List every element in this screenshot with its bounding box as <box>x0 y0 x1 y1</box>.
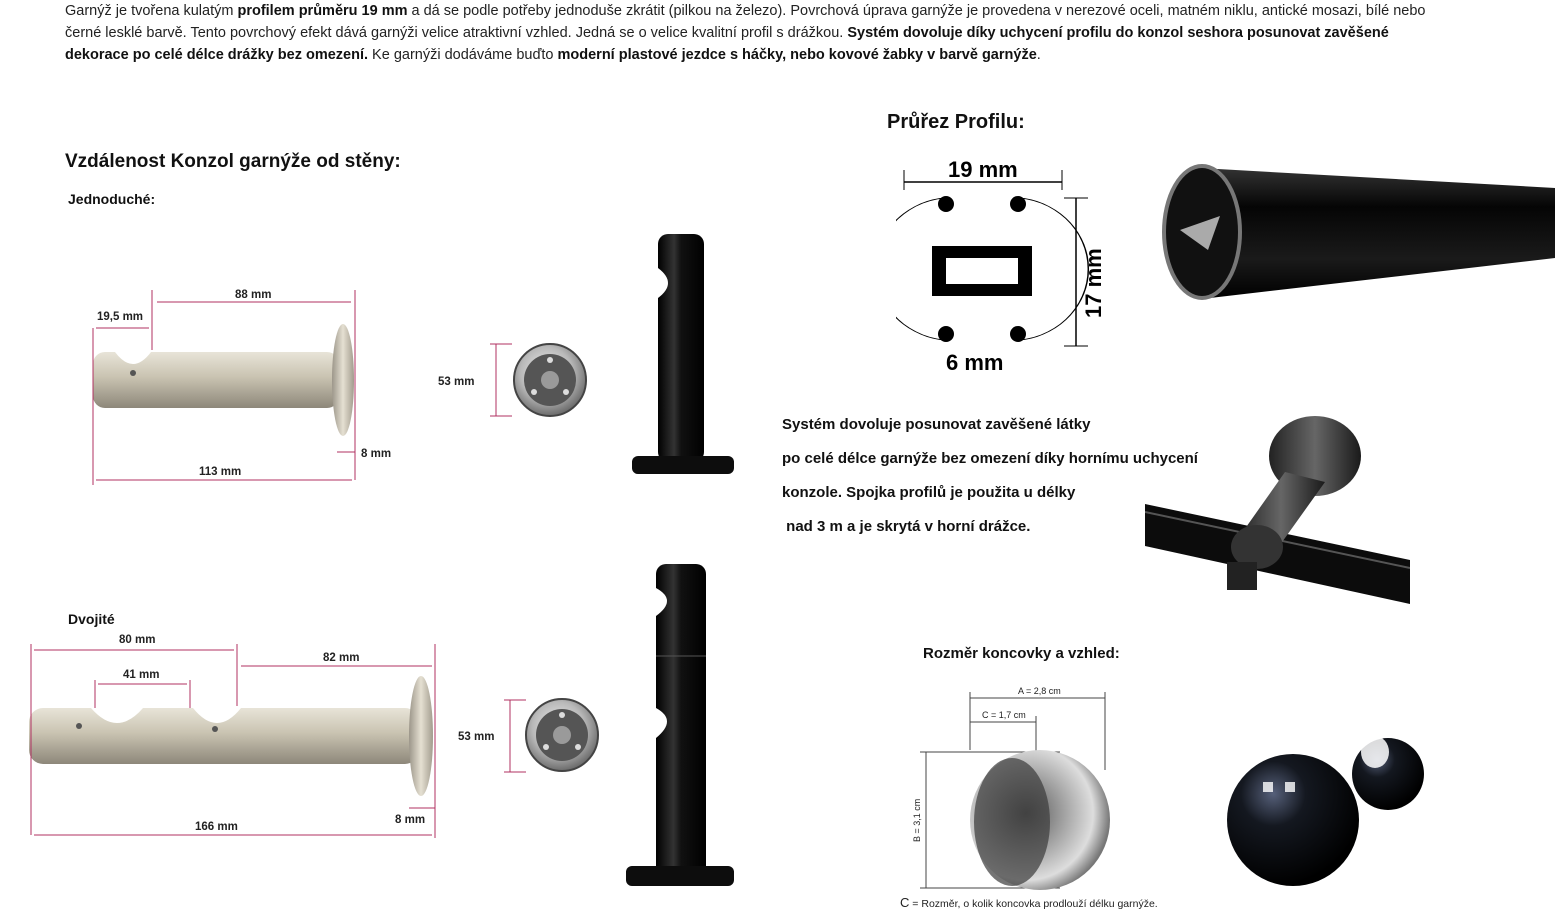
dim-19-5: 19,5 mm <box>97 311 143 323</box>
double-dimension-lines <box>30 644 436 838</box>
dim-8: 8 mm <box>361 448 391 460</box>
dim-166: 166 mm <box>195 821 238 833</box>
double-bracket-label: Dvojité <box>68 611 115 627</box>
bracket-distance-heading: Vzdálenost Konzol garnýže od stěny: <box>65 151 401 172</box>
single-bracket-diagram: 88 mm 19,5 mm 113 mm 8 mm <box>92 289 391 485</box>
single-black-bracket <box>632 234 734 474</box>
black-endcap-front <box>1227 754 1359 886</box>
double-plate-image <box>525 698 599 772</box>
system-line-2: po celé délce garnýže bez omezení díky h… <box>782 450 1198 467</box>
single-plate-front: 53 mm <box>438 343 587 417</box>
black-endcap-back <box>1352 736 1424 810</box>
single-dimension-lines <box>92 290 356 485</box>
profile-heading: Průřez Profilu: <box>887 111 1025 133</box>
system-line-3: konzole. Spojka profilů je použita u dél… <box>782 484 1076 501</box>
plate-image <box>513 343 587 417</box>
dim-53-single: 53 mm <box>438 376 474 388</box>
endcap-heading: Rozměr koncovky a vzhled: <box>923 645 1120 662</box>
dim-8-double: 8 mm <box>395 814 425 826</box>
dim-6-mm: 6 mm <box>946 350 1003 375</box>
dim-82: 82 mm <box>323 652 359 664</box>
dim-88: 88 mm <box>235 289 271 301</box>
dim-113: 113 mm <box>199 466 241 478</box>
dim-41: 41 mm <box>123 669 159 681</box>
profile-cross-section: 19 mm 17 mm 6 mm <box>896 157 1106 375</box>
double-bracket-diagram: 80 mm 41 mm 82 mm 166 mm 8 mm <box>29 634 436 838</box>
intro-paragraph: Garnýž je tvořena kulatým profilem průmě… <box>65 3 1426 63</box>
double-plate-front: 53 mm <box>458 698 599 773</box>
dim-17-mm: 17 mm <box>1081 248 1106 318</box>
black-endcaps-photo <box>1227 736 1424 886</box>
dim-53-double: 53 mm <box>458 731 494 743</box>
endcap-diagram: A = 2,8 cm C = 1,7 cm B = 3,1 cm <box>912 686 1110 890</box>
bracket-on-rail-photo <box>1145 416 1410 604</box>
system-description: Systém dovoluje posunovat zavěšené látky… <box>782 414 1242 550</box>
dim-a: A = 2,8 cm <box>1018 686 1061 696</box>
system-line-4: nad 3 m a je skrytá v horní drážce. <box>782 518 1031 535</box>
endcap-caption: C = Rozměr, o kolik koncovka prodlouží d… <box>900 895 1158 910</box>
profile-shape <box>896 196 1090 342</box>
black-rail-photo <box>1162 164 1555 300</box>
double-black-bracket <box>626 564 734 886</box>
system-line-1: Systém dovoluje posunovat zavěšené látky <box>782 416 1091 433</box>
dim-19-mm: 19 mm <box>948 157 1018 182</box>
double-bracket-image <box>29 676 433 796</box>
single-bracket-image <box>93 324 354 436</box>
chrome-endcap-image <box>970 750 1110 890</box>
dim-80: 80 mm <box>119 634 155 646</box>
dim-b: B = 3,1 cm <box>912 799 922 842</box>
single-bracket-label: Jednoduché: <box>68 191 156 207</box>
dim-c: C = 1,7 cm <box>982 710 1026 720</box>
